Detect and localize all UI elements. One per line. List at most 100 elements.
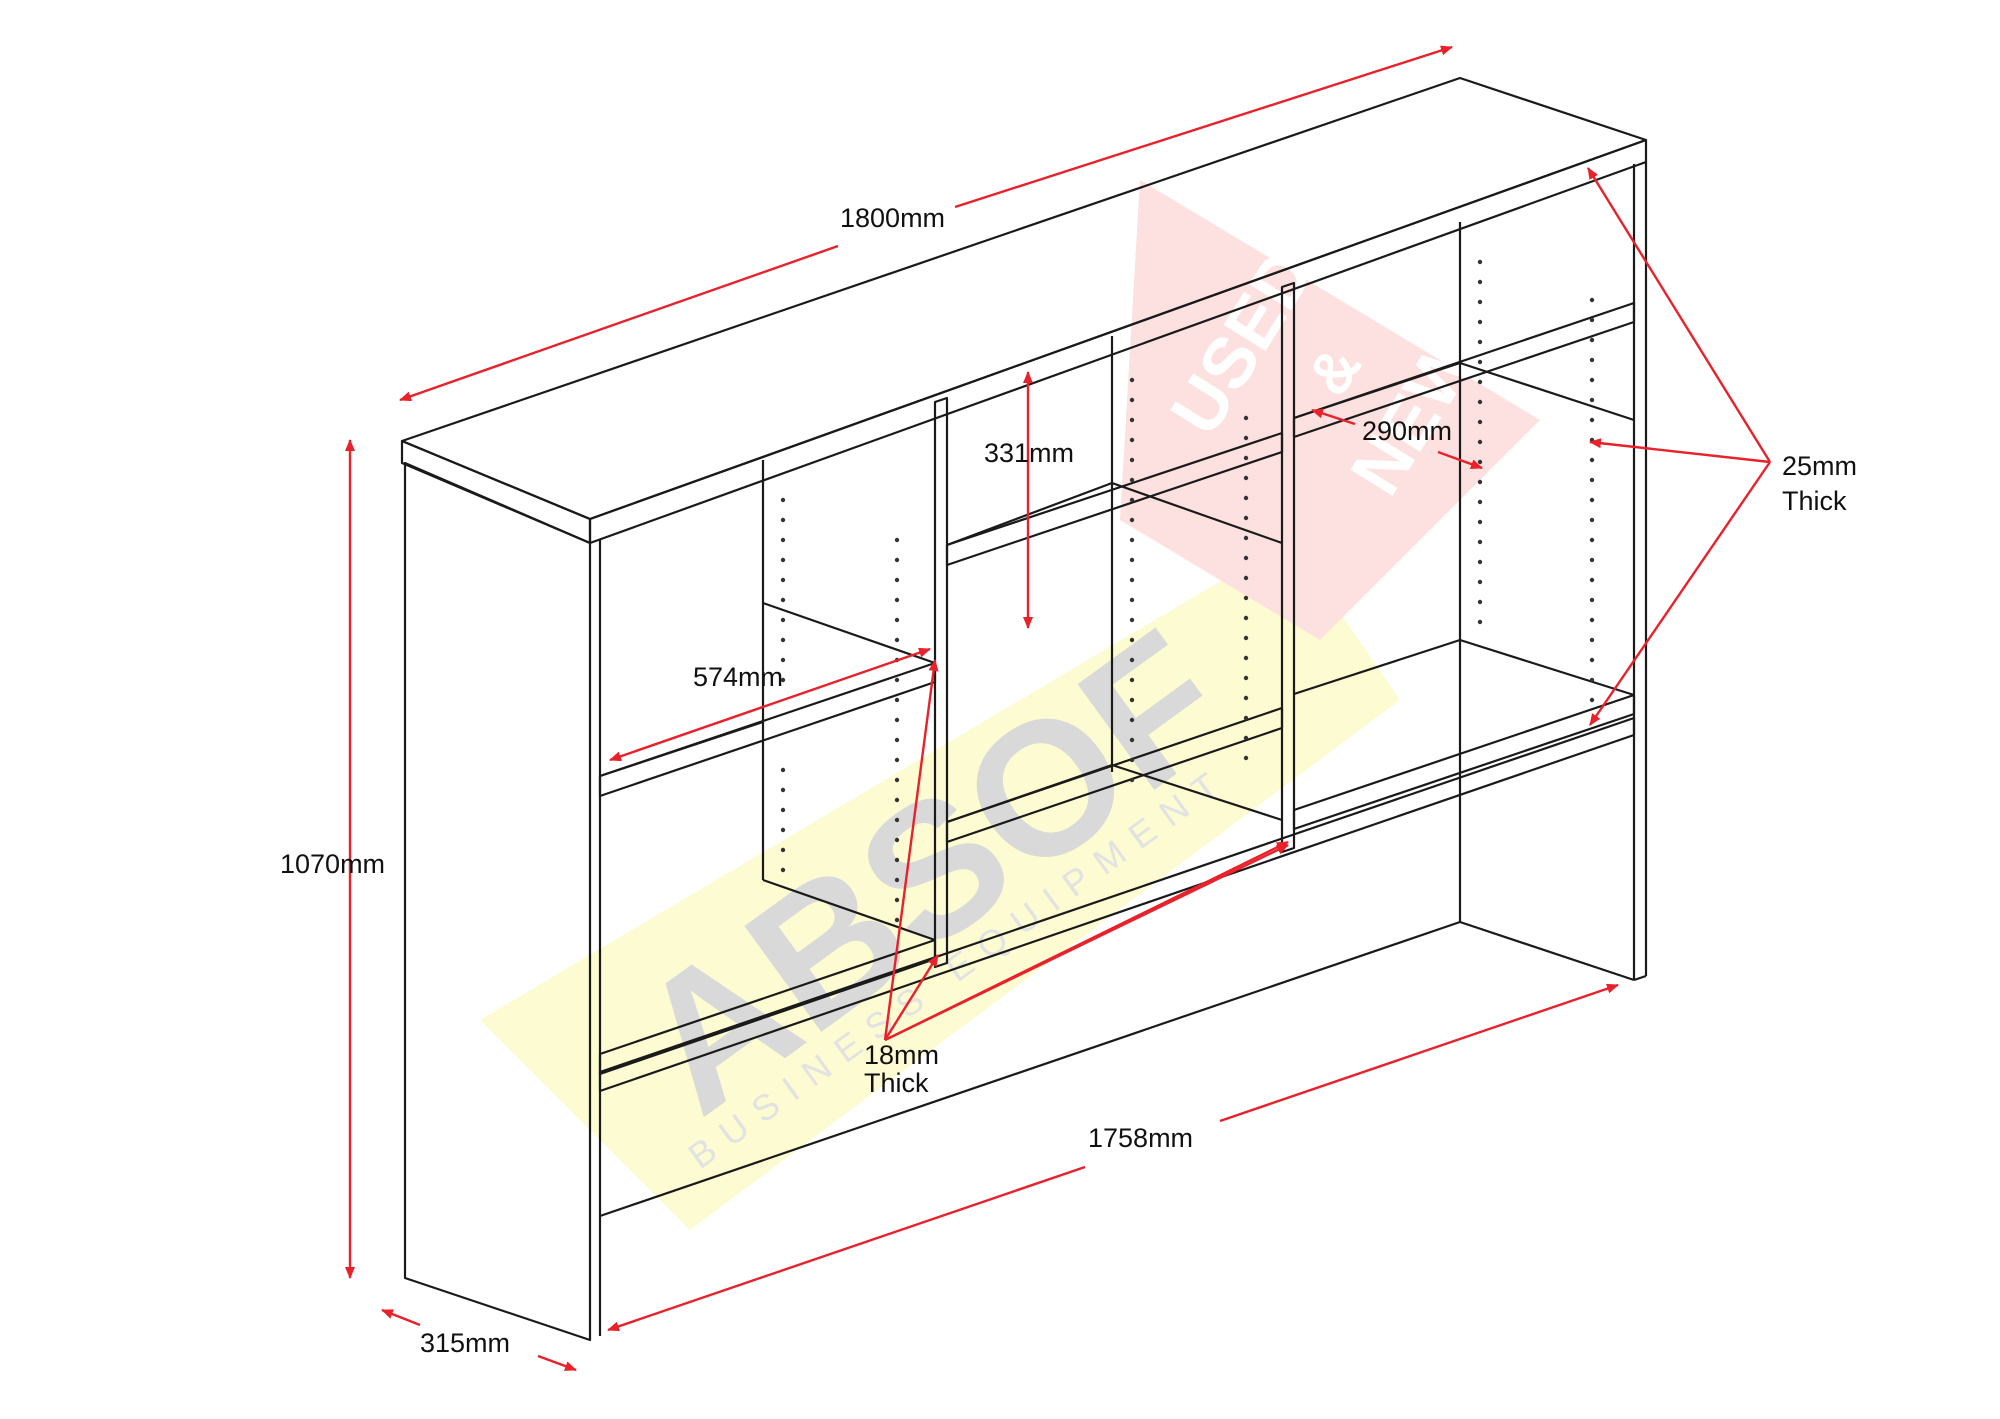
- shelf-pin-holes: [780, 259, 1595, 923]
- bottom-shelf-front: [598, 716, 1636, 1093]
- pin-hole: [1477, 459, 1483, 465]
- shelf-right-upper-depth: [1459, 361, 1635, 422]
- pin-hole: [894, 757, 900, 763]
- shelf-right-lower: [1292, 693, 1636, 831]
- pin-hole: [1589, 457, 1595, 463]
- pin-hole: [894, 777, 900, 783]
- pin-hole: [1589, 377, 1595, 383]
- pin-hole: [1243, 675, 1249, 681]
- divider-left: [933, 396, 949, 969]
- pin-hole: [1477, 499, 1483, 505]
- pin-hole: [894, 637, 900, 643]
- pin-hole: [1243, 435, 1249, 441]
- pin-hole: [894, 577, 900, 583]
- pin-hole: [1477, 579, 1483, 585]
- label-divider-thickness-value: 18mm: [864, 1040, 939, 1070]
- pin-hole: [1129, 657, 1135, 663]
- pin-hole: [1243, 655, 1249, 661]
- pin-hole: [894, 717, 900, 723]
- watermark-yellow-band: [480, 540, 1400, 1230]
- dimension-arrows: [345, 45, 1772, 1372]
- bookcase-outline: [400, 76, 1648, 1342]
- label-divider-thickness-word: Thick: [864, 1068, 929, 1098]
- pin-hole: [1589, 517, 1595, 523]
- pin-hole: [1243, 615, 1249, 621]
- pin-hole: [894, 597, 900, 603]
- label-shelf-depth: 290mm: [1362, 416, 1452, 446]
- pin-hole: [1477, 479, 1483, 485]
- pin-hole: [1589, 297, 1595, 303]
- pin-hole: [780, 637, 786, 643]
- shelf-mid-upper-back: [946, 481, 1113, 547]
- pin-hole: [894, 617, 900, 623]
- arrow-shelf-depth-a: [1311, 408, 1356, 426]
- label-top-thickness-word: Thick: [1782, 486, 1847, 516]
- shelf-left-lower-depth: [762, 878, 936, 942]
- pin-hole: [1589, 577, 1595, 583]
- pin-hole: [1129, 577, 1135, 583]
- pin-hole: [1243, 495, 1249, 501]
- pin-hole: [1243, 415, 1249, 421]
- label-height: 1070mm: [280, 849, 385, 879]
- left-side-panel: [403, 461, 592, 1342]
- pin-hole: [1477, 439, 1483, 445]
- pin-hole: [780, 787, 786, 793]
- watermark: ABSOF BUSINESS EQUIPMENT USED & NEW: [480, 180, 1540, 1230]
- pin-hole: [1589, 597, 1595, 603]
- arrow-divider-thickness-1: [883, 659, 939, 1041]
- pin-hole: [1477, 419, 1483, 425]
- arrow-overall-width-a: [954, 45, 1453, 209]
- shelf-mid-lower: [945, 706, 1284, 844]
- pin-hole: [780, 617, 786, 623]
- pin-hole: [894, 557, 900, 563]
- pin-hole: [1243, 595, 1249, 601]
- pin-hole: [1589, 477, 1595, 483]
- pin-hole: [1129, 637, 1135, 643]
- arrow-top-thickness-1: [1586, 167, 1772, 463]
- shelf-mid-upper: [945, 431, 1284, 567]
- pin-hole: [894, 837, 900, 843]
- pin-hole: [1243, 695, 1249, 701]
- pin-hole: [1243, 455, 1249, 461]
- pin-hole: [1243, 515, 1249, 521]
- pin-hole: [1477, 259, 1483, 265]
- pin-hole: [1589, 657, 1595, 663]
- pin-hole: [780, 537, 786, 543]
- shelf-right-lower-depth: [1459, 638, 1635, 697]
- arrow-divider-thickness-2: [883, 954, 940, 1041]
- pin-hole: [894, 817, 900, 823]
- pin-hole: [780, 767, 786, 773]
- arrow-top-thickness-3: [1589, 461, 1771, 726]
- shelf-mid-lower-depth: [1111, 763, 1283, 822]
- pin-hole: [1129, 457, 1135, 463]
- pin-hole: [780, 807, 786, 813]
- pin-hole: [1589, 357, 1595, 363]
- pin-hole: [1243, 755, 1249, 761]
- shelf-right-upper: [1292, 301, 1636, 439]
- pin-hole: [1129, 477, 1135, 483]
- pin-hole: [1243, 575, 1249, 581]
- pin-hole: [1477, 299, 1483, 305]
- label-depth: 315mm: [420, 1328, 510, 1358]
- top-slab-left-edge: [400, 439, 592, 545]
- watermark-red-diamond: [1120, 180, 1540, 640]
- arrow-bay-width: [609, 647, 931, 762]
- pin-hole: [894, 737, 900, 743]
- pin-hole: [1477, 279, 1483, 285]
- pin-hole: [1129, 717, 1135, 723]
- arrow-divider-thickness-4: [884, 843, 1289, 1042]
- pin-hole: [1477, 339, 1483, 345]
- pin-hole: [780, 577, 786, 583]
- pin-hole: [1129, 597, 1135, 603]
- arrow-top-thickness-2: [1589, 438, 1771, 464]
- pin-hole: [1243, 555, 1249, 561]
- pin-hole: [1129, 517, 1135, 523]
- pin-hole: [1477, 519, 1483, 525]
- pin-hole: [894, 877, 900, 883]
- label-top-thickness-value: 25mm: [1782, 451, 1857, 481]
- pin-hole: [1129, 397, 1135, 403]
- pin-hole: [1477, 539, 1483, 545]
- pin-hole: [1477, 399, 1483, 405]
- pin-hole: [1589, 497, 1595, 503]
- pin-hole: [1129, 377, 1135, 383]
